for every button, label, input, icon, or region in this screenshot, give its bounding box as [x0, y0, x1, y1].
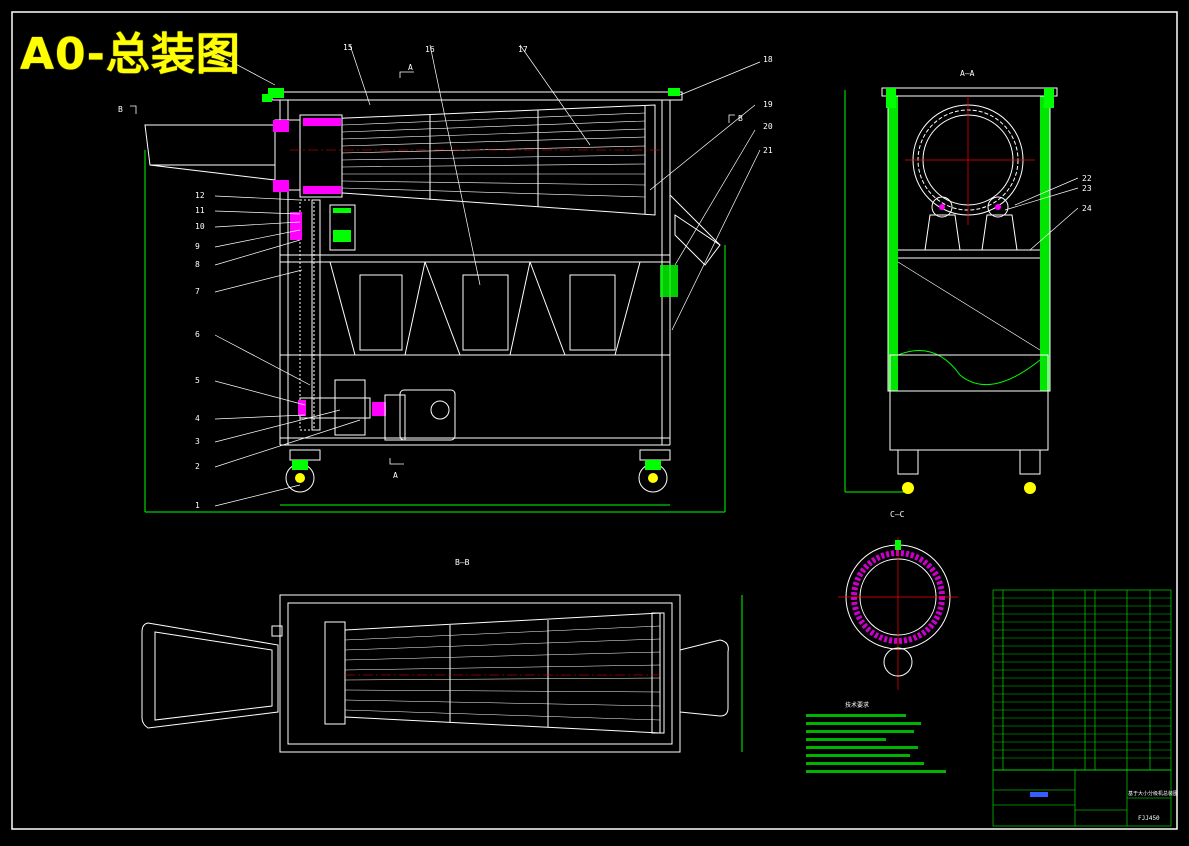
aa-label: A—A	[960, 69, 975, 78]
balloon-11: 11	[195, 206, 205, 215]
section-bb-view: B—B	[141, 558, 743, 753]
balloon-1: 1	[195, 501, 200, 510]
drawing-title: A0-总装图	[20, 29, 241, 80]
balloon-15: 15	[343, 43, 353, 52]
drawing-number: FJJ450	[1138, 815, 1160, 822]
section-b-right: B	[738, 114, 743, 123]
sheet-border	[11, 11, 1178, 830]
section-aa-view: A—A	[844, 69, 1079, 494]
front-view	[144, 44, 761, 513]
balloon-6: 6	[195, 330, 200, 339]
bb-label: B—B	[455, 558, 470, 567]
balloons-right: 19 20 21	[763, 100, 773, 155]
balloon-24: 24	[1082, 204, 1092, 213]
balloon-20: 20	[763, 122, 773, 131]
balloon-8: 8	[195, 260, 200, 269]
title-block	[992, 769, 1172, 827]
balloons-top: 15 16 17 18	[343, 43, 773, 64]
balloon-12: 12	[195, 191, 205, 200]
balloon-2: 2	[195, 462, 200, 471]
balloons-left: 12 11 10 9 8 7 6 5 4 3 2 1	[195, 191, 205, 510]
section-cc-view: C—C	[838, 510, 958, 690]
balloon-19: 19	[763, 100, 773, 109]
notes-heading: 技术要求	[845, 701, 869, 709]
section-a-top: A	[408, 63, 413, 72]
section-b-left: B	[118, 105, 123, 114]
section-markers: A A B B	[118, 63, 743, 480]
balloon-16: 16	[425, 45, 435, 54]
balloon-22: 22	[1082, 174, 1092, 183]
cc-label: C—C	[890, 510, 905, 519]
balloon-23: 23	[1082, 184, 1092, 193]
balloon-4: 4	[195, 414, 200, 423]
technical-notes: 技术要求	[806, 701, 946, 773]
wheel-left	[285, 449, 321, 493]
balloon-3: 3	[195, 437, 200, 446]
balloon-17: 17	[518, 45, 528, 54]
section-a-bottom: A	[393, 471, 398, 480]
balloon-18: 18	[763, 55, 773, 64]
balloons-aa: 22 23 24	[1082, 174, 1092, 213]
product-name: 基于大小分级机总装图	[1128, 790, 1178, 797]
bill-of-materials	[992, 589, 1172, 771]
balloon-9: 9	[195, 242, 200, 251]
balloon-10: 10	[195, 222, 205, 231]
balloon-21: 21	[763, 146, 773, 155]
balloon-5: 5	[195, 376, 200, 385]
wheel-right	[638, 449, 671, 493]
balloon-7: 7	[195, 287, 200, 296]
